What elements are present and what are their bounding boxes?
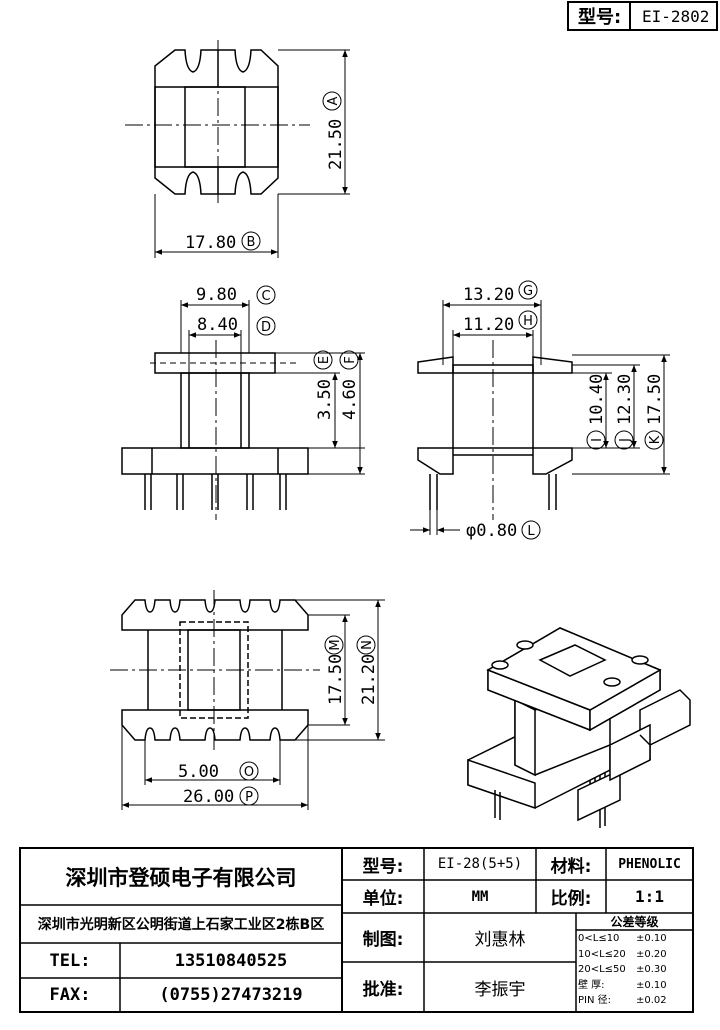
dim-l-value: φ0.80 (466, 521, 517, 541)
dim-a-mark: A (322, 91, 342, 111)
fax-label: FAX: (49, 985, 91, 1005)
svg-text:F: F (343, 356, 358, 363)
header-box: 型号: EI-2802 (567, 1, 718, 31)
dim-a-value: 21.50 (326, 119, 346, 170)
svg-text:E: E (317, 356, 332, 364)
dim-k-mark: K (644, 430, 664, 450)
title-block-frame (19, 847, 694, 1013)
tel-value: 13510840525 (174, 950, 288, 971)
unit-value: MM (471, 888, 489, 905)
tolerance-title: 公差等级 (610, 915, 659, 929)
dim-h-value: 11.20 (463, 315, 514, 335)
tolerance-row: 10<L≤20±0.20 (578, 948, 667, 960)
dim-d-mark: D (256, 316, 276, 336)
bottom-view (110, 590, 385, 810)
side-view (410, 300, 670, 535)
dim-o-value: 5.00 (178, 762, 219, 782)
dim-c-value: 9.80 (196, 285, 237, 305)
isometric-view (467, 627, 691, 828)
dim-b-value: 17.80 (185, 233, 236, 253)
dim-d-value: 8.40 (197, 315, 238, 335)
dim-l-mark: L (521, 520, 541, 540)
company-name: 深圳市登硕电子有限公司 (65, 865, 297, 890)
dim-i-value: 10.40 (587, 374, 607, 425)
material-label: 材料: (550, 856, 592, 877)
scale-value: 1:1 (635, 887, 664, 906)
dim-n-mark: N (356, 635, 376, 655)
dim-j-mark: J (614, 430, 634, 450)
svg-text:L: L (527, 524, 535, 539)
svg-text:A: A (326, 96, 341, 105)
dim-e-value: 3.50 (315, 379, 335, 420)
dim-c-mark: C (256, 285, 276, 305)
tolerance-row: 20<L≤50±0.30 (578, 964, 667, 975)
dim-j-value: 12.30 (615, 374, 635, 425)
model-label: 型号: (362, 856, 404, 877)
tolerance-row: 壁 厚:±0.10 (578, 979, 667, 991)
dim-p-mark: P (239, 786, 259, 806)
header-model-value: EI-2802 (642, 7, 709, 26)
svg-text:M: M (328, 639, 343, 650)
dim-b-mark: B (241, 231, 261, 251)
svg-text:N: N (360, 640, 375, 650)
dim-f-mark: F (339, 350, 359, 370)
drawn-label: 制图: (362, 930, 404, 950)
approved-label: 批准: (362, 979, 404, 1000)
dim-m-mark: M (324, 635, 344, 655)
approved-value: 李振宇 (474, 979, 526, 1000)
dim-h-mark: H (518, 310, 538, 330)
top-view (125, 40, 350, 258)
dim-m-value: 17.50 (326, 654, 346, 705)
tolerance-row: PIN 径:±0.02 (578, 995, 667, 1006)
scale-label: 比例: (550, 889, 592, 909)
model-value: EI-28(5+5) (437, 856, 523, 872)
unit-label: 单位: (362, 889, 404, 909)
svg-text:G: G (523, 284, 533, 299)
tel-label: TEL: (49, 950, 91, 971)
svg-text:O: O (244, 765, 254, 780)
svg-text:C: C (261, 289, 270, 304)
svg-text:D: D (261, 320, 271, 335)
tolerance-row: 0<L≤10±0.10 (578, 933, 667, 944)
dim-k-value: 17.50 (645, 374, 665, 425)
header-model-label: 型号: (578, 6, 621, 28)
dim-o-mark: O (239, 761, 259, 781)
fax-value: (0755)27473219 (159, 985, 303, 1005)
dim-p-value: 26.00 (183, 787, 234, 807)
front-view (121, 300, 365, 520)
dim-i-mark: I (586, 430, 606, 450)
svg-text:I: I (590, 438, 605, 442)
svg-text:K: K (648, 435, 663, 444)
dim-f-value: 4.60 (340, 379, 360, 420)
dim-n-value: 21.20 (359, 654, 379, 705)
dim-e-mark: E (313, 350, 333, 370)
svg-text:H: H (523, 314, 533, 329)
dim-g-value: 13.20 (463, 285, 514, 305)
svg-text:P: P (245, 790, 253, 805)
svg-text:B: B (247, 235, 256, 250)
svg-text:J: J (618, 438, 633, 443)
drawn-value: 刘惠林 (474, 930, 526, 950)
dim-g-mark: G (518, 280, 538, 300)
tolerance-table: 0<L≤10±0.10 10<L≤20±0.20 20<L≤50±0.30 壁 … (578, 931, 692, 1011)
company-address: 深圳市光明新区公明街道上石家工业区2栋B区 (37, 917, 325, 933)
material-value: PHENOLIC (618, 856, 681, 872)
